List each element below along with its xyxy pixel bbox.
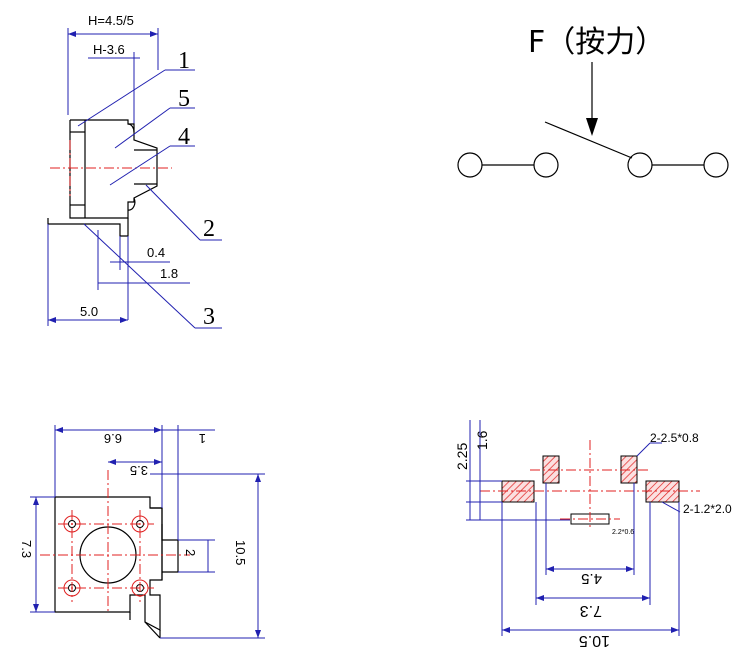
dim-h-body: H-3.6 — [93, 42, 125, 57]
dim-stem: 2 — [183, 549, 198, 556]
dim-base: 5.0 — [80, 304, 98, 319]
terminal-circle-icon — [627, 152, 653, 178]
callout-1: 1 — [178, 48, 190, 74]
dim-10-5: 10.5 — [579, 632, 610, 649]
dim-height-right: 10.5 — [233, 540, 248, 565]
dim-4-5: 4.5 — [581, 570, 602, 587]
pad-small-label: 2-2.5*0.8 — [650, 431, 699, 445]
dim-pin-out: 1.8 — [160, 266, 178, 281]
pad-large-label: 2-1.2*2.0 — [683, 502, 732, 516]
dim-h-total: H=4.5/5 — [88, 13, 134, 28]
dim-height-left: 7.3 — [19, 540, 34, 558]
dim-1-6: 1.6 — [474, 430, 490, 450]
switch-schematic: F（按力） — [457, 25, 729, 178]
terminal-circle-icon — [703, 152, 729, 178]
terminal-circle-icon — [457, 152, 483, 178]
force-label: F（按力） — [528, 25, 665, 60]
terminal-pin — [47, 218, 129, 237]
callout-3: 3 — [203, 304, 215, 330]
dim-half-width: 3.5 — [130, 463, 148, 478]
dim-2-25: 2.25 — [454, 443, 470, 470]
dim-7-3: 7.3 — [580, 602, 602, 619]
dim-offset: 1 — [199, 431, 206, 446]
slot-label: 2.2*0.6 — [612, 529, 634, 536]
dim-width: 6.6 — [104, 431, 122, 446]
callout-5: 5 — [178, 86, 190, 112]
callout-2: 2 — [203, 216, 215, 242]
force-arrow-icon — [586, 118, 598, 136]
dim-pin-thickness: 0.4 — [147, 245, 165, 260]
switch-contact-lever — [544, 121, 633, 159]
pcb-footprint: 2.2*0.6 2.25 1.6 2-2.5*0.8 2-1.2*2.0 4.5… — [454, 420, 732, 649]
side-view: H=4.5/5 H-3.6 1 5 4 2 3 — [47, 13, 222, 330]
top-view: 6.6 1 3.5 7.3 10.5 2 — [19, 425, 265, 639]
switch-body-outline — [69, 119, 158, 219]
callout-4: 4 — [178, 124, 190, 150]
terminal-circle-icon — [533, 152, 559, 178]
